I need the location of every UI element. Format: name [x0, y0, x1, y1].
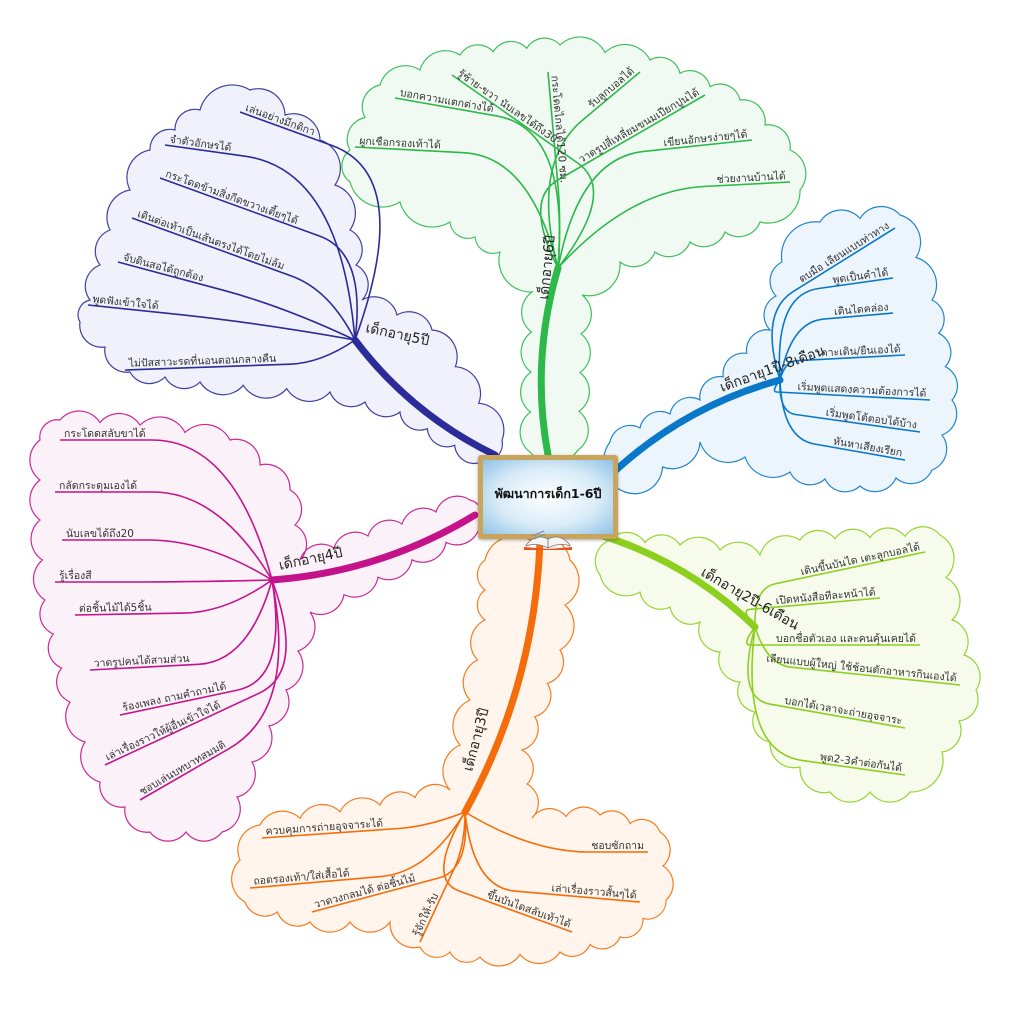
leaf-line: [773, 379, 931, 401]
leaf-line: [62, 539, 273, 581]
main-branch-age5: [351, 336, 499, 459]
leaf-line: [778, 277, 894, 381]
leaf-topic[interactable]: วาดรูปคนได้สามส่วน: [93, 652, 189, 670]
cloud-boundary-age3: [231, 535, 674, 967]
leaf-line: [249, 811, 466, 889]
leaf-topic[interactable]: นับเลขได้ถึง20: [66, 527, 134, 540]
cloud-boundary-age5: [77, 84, 505, 465]
leaf-line: [55, 579, 273, 583]
leaf-line: [547, 71, 641, 269]
cloud-boundary-age2y6m: [594, 526, 981, 803]
leaf-line: [119, 579, 277, 716]
leaf-line: [547, 71, 561, 269]
leaf-line: [443, 811, 573, 933]
leaf-line: [239, 111, 381, 341]
leaf-line: [419, 811, 466, 943]
leaf-line: [754, 551, 926, 628]
main-branch-age1y8m: [612, 376, 784, 474]
leaf-topic[interactable]: ต่อชิ้นไม้ได้5ชิ้น: [79, 600, 152, 615]
main-branch-age6: [537, 264, 562, 459]
leaf-line: [354, 146, 559, 269]
leaf-line: [747, 626, 906, 729]
leaf-line: [131, 217, 356, 341]
leaf-topic[interactable]: ช่วยงานบ้านได้: [716, 169, 786, 186]
main-branch-age4: [268, 511, 479, 584]
cloud-boundary-age4: [29, 410, 484, 842]
leaf-line: [139, 579, 280, 801]
leaf-topic[interactable]: กระโดดสลับขาได้: [64, 427, 146, 440]
leaf-line: [74, 579, 273, 616]
leaf-line: [159, 177, 358, 341]
open-book-icon: [524, 530, 572, 550]
main-branch-age3: [461, 536, 544, 816]
leaf-line: [89, 579, 273, 671]
leaf-line: [87, 304, 356, 341]
leaf-topic[interactable]: ชอบซักถาม: [591, 840, 644, 852]
leaf-line: [451, 74, 595, 269]
cloud-boundary-age6: [341, 36, 807, 464]
leaf-line: [464, 811, 641, 903]
leaf-topic[interactable]: บอกชื่อตัวเอง และคนคุ้นเคยได้: [776, 631, 916, 645]
leaf-line: [55, 491, 273, 581]
branch-lines: [55, 71, 961, 943]
main-branch-age2y6m: [596, 531, 759, 631]
leaf-line: [779, 379, 906, 461]
leaf-topic[interactable]: กลัดกระดุมเองได้: [59, 479, 137, 492]
leaf-line: [464, 811, 648, 853]
leaf-line: [771, 227, 896, 381]
leaf-line: [557, 181, 791, 269]
leaf-topic[interactable]: ผูกเชือกรองเท้าได้: [359, 134, 441, 151]
leaf-line: [311, 811, 467, 913]
leaf-line: [164, 144, 356, 341]
central-topic-title: พัฒนาการเด็ก1-6ปี: [494, 486, 602, 501]
leaf-topic[interactable]: รู้เรื่องสี: [59, 568, 92, 582]
leaf-line: [557, 139, 753, 269]
leaf-topic[interactable]: เดินไดคล่อง: [834, 300, 890, 318]
leaf-line: [779, 354, 906, 381]
leaf-line: [751, 626, 906, 776]
leaf-line: [754, 626, 961, 686]
central-topic[interactable]: พัฒนาการเด็ก1-6ปี: [478, 455, 618, 539]
leaf-line: [779, 312, 894, 381]
leaf-topic[interactable]: เกาะเดิน/ยืนเองได้: [817, 342, 901, 359]
leaf-line: [540, 94, 706, 269]
leaf-line: [117, 261, 356, 341]
leaf-line: [124, 339, 356, 371]
leaf-line: [104, 579, 287, 766]
leaf-line: [745, 597, 881, 628]
cloud-layer: [29, 36, 981, 967]
leaf-line: [261, 811, 466, 839]
leaf-line: [60, 439, 273, 581]
cloud-boundary-age1y8m: [602, 205, 959, 495]
